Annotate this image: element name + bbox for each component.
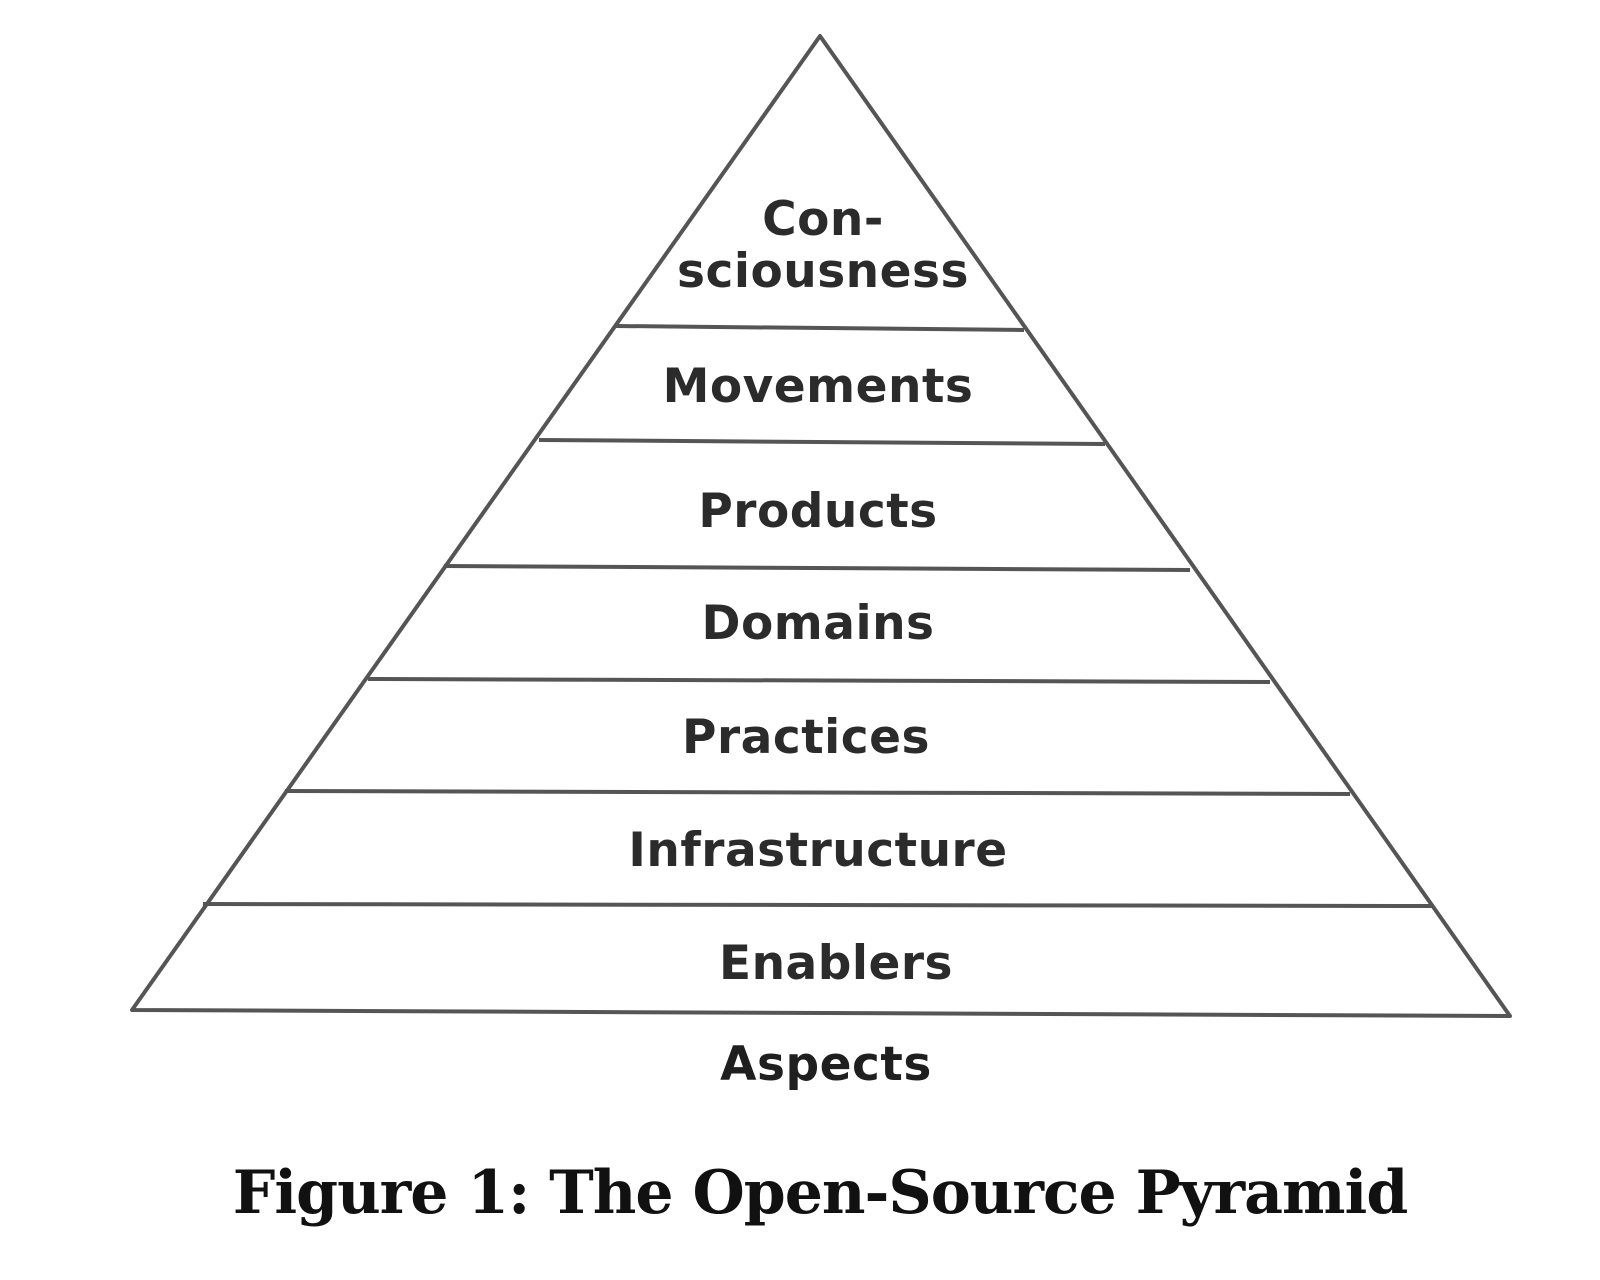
tier-divider bbox=[367, 677, 1271, 684]
tier-label-movements: Movements bbox=[662, 359, 974, 414]
tier-label-products: Products bbox=[698, 484, 938, 539]
figure-caption: Figure 1: The Open-Source Pyramid bbox=[232, 1158, 1409, 1228]
apex-label-line-2: sciousness bbox=[677, 244, 969, 299]
tier-label-enablers: Enablers bbox=[718, 936, 954, 991]
tier-label-infrastructure: Infrastructure bbox=[628, 823, 1008, 878]
tier-divider bbox=[615, 324, 1025, 332]
tier-divider bbox=[202, 902, 1433, 908]
apex-label: Con- sciousness bbox=[677, 194, 969, 298]
tier-divider bbox=[284, 789, 1351, 796]
tier-divider bbox=[443, 564, 1191, 572]
apex-label-line-1: Con- bbox=[762, 192, 884, 247]
tier-label-domains: Domains bbox=[701, 596, 935, 651]
base-label-aspects: Aspects bbox=[720, 1037, 932, 1092]
pyramid-outline bbox=[130, 34, 1512, 1018]
tier-divider bbox=[538, 438, 1106, 446]
tier-label-practices: Practices bbox=[682, 710, 930, 765]
